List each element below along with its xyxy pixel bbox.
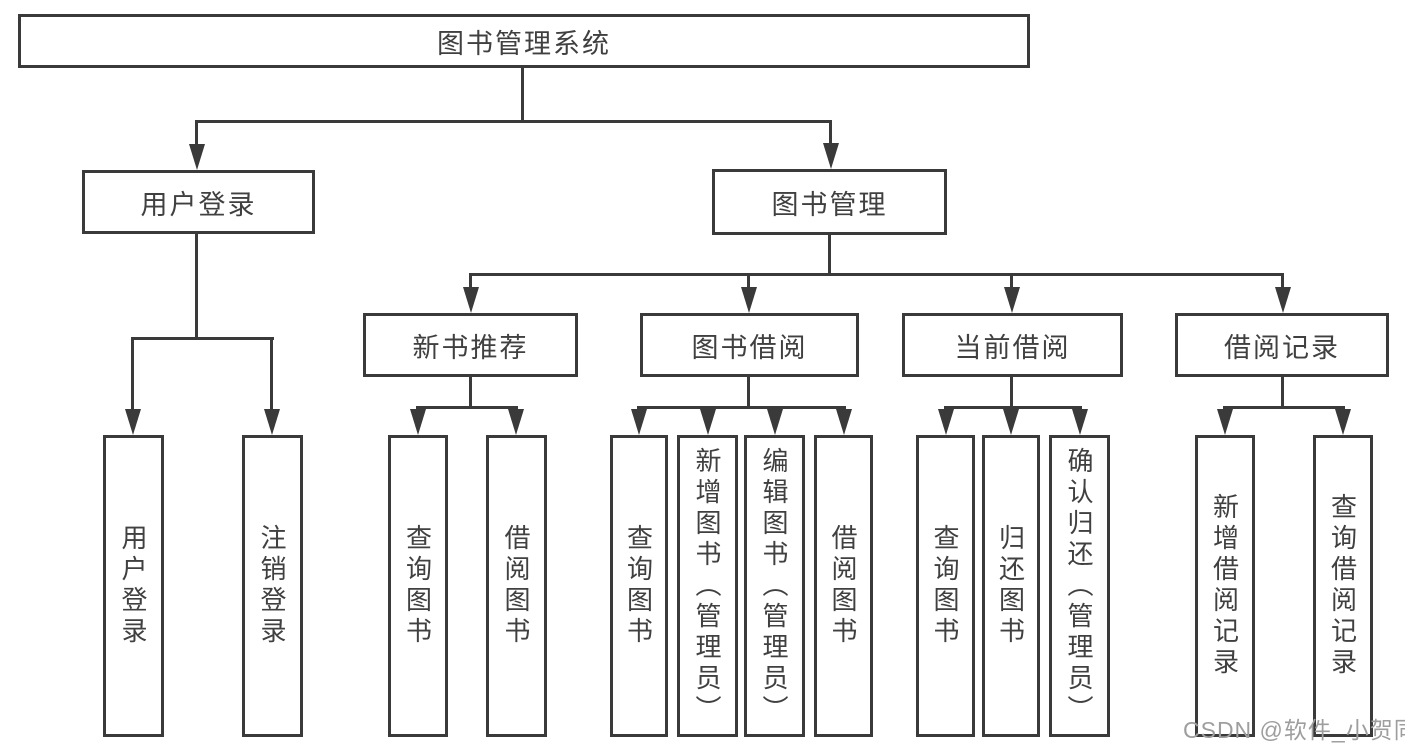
leaf-confirm-return-admin: 确认归还（管理员） xyxy=(1049,435,1110,737)
arrow-into-user-login xyxy=(189,144,205,170)
leaf-confirm-return-admin-label: 确认归还（管理员） xyxy=(1064,446,1094,726)
leaf-query-borrow-record-label: 查询借阅记录 xyxy=(1327,493,1358,679)
connector-book-mgmt-drop xyxy=(829,120,832,146)
connector-book-borrow-hline xyxy=(637,406,846,409)
arrow-into-query-borrow-record xyxy=(1335,409,1351,435)
leaf-borrow-books-2: 借阅图书 xyxy=(814,435,873,737)
leaf-add-borrow-record-label: 新增借阅记录 xyxy=(1209,493,1240,679)
leaf-query-books-3-label: 查询图书 xyxy=(930,524,960,648)
arrow-into-leaf-logout xyxy=(264,409,280,435)
arrow-into-book-mgmt xyxy=(823,143,839,169)
connector-new-book-rec-drop xyxy=(469,273,472,290)
leaf-query-books-1: 查询图书 xyxy=(388,435,448,737)
node-current-borrow: 当前借阅 xyxy=(902,313,1123,377)
arrow-into-borrow-records xyxy=(1275,287,1291,313)
connector-level3-hline xyxy=(469,273,1284,276)
leaf-return-books: 归还图书 xyxy=(982,435,1040,737)
arrow-into-borrow-books-2 xyxy=(836,409,852,435)
arrow-into-book-borrow xyxy=(741,287,757,313)
leaf-query-books-2-label: 查询图书 xyxy=(623,524,654,648)
leaf-borrow-books-2-label: 借阅图书 xyxy=(828,524,858,648)
connector-new-book-rec-hline xyxy=(416,406,518,409)
connector-user-login-drop xyxy=(195,120,198,147)
node-new-book-rec-label: 新书推荐 xyxy=(412,332,529,363)
node-book-borrow-label: 图书借阅 xyxy=(691,332,808,363)
connector-leaf-logout-drop xyxy=(270,337,273,412)
node-borrow-records: 借阅记录 xyxy=(1175,313,1389,377)
connector-book-borrow-stem xyxy=(747,376,750,409)
leaf-user-login-label: 用户登录 xyxy=(118,524,148,648)
node-new-book-rec: 新书推荐 xyxy=(363,313,578,377)
leaf-edit-books-admin-label: 编辑图书（管理员） xyxy=(759,446,789,726)
arrow-into-query-books-3 xyxy=(938,409,954,435)
connector-book-borrow-drop xyxy=(747,273,750,290)
leaf-add-borrow-record: 新增借阅记录 xyxy=(1195,435,1255,737)
leaf-user-login: 用户登录 xyxy=(103,435,164,737)
connector-borrow-records-stem xyxy=(1281,376,1284,409)
leaf-query-books-2: 查询图书 xyxy=(610,435,668,737)
node-root-label: 图书管理系统 xyxy=(437,28,611,59)
connector-current-borrow-drop xyxy=(1010,273,1013,290)
leaf-return-books-label: 归还图书 xyxy=(995,524,1026,648)
connector-leaf-user-login-drop xyxy=(131,337,134,412)
connector-user-login-hline xyxy=(131,337,274,340)
arrow-into-leaf-user-login xyxy=(125,409,141,435)
connector-level2-hline xyxy=(195,120,832,123)
connector-new-book-rec-stem xyxy=(469,376,472,409)
leaf-logout: 注销登录 xyxy=(242,435,303,737)
connector-borrow-records-drop xyxy=(1281,273,1284,290)
leaf-query-borrow-record: 查询借阅记录 xyxy=(1313,435,1373,737)
arrow-into-query-books-2 xyxy=(631,409,647,435)
leaf-logout-label: 注销登录 xyxy=(257,524,287,648)
leaf-borrow-books-1: 借阅图书 xyxy=(486,435,547,737)
connector-borrow-records-hline xyxy=(1223,406,1345,409)
leaf-query-books-1-label: 查询图书 xyxy=(402,524,433,648)
csdn-watermark: CSDN @软件_小贺同学 xyxy=(1183,717,1405,743)
connector-book-mgmt-stem xyxy=(828,234,831,276)
leaf-add-books-admin-label: 新增图书（管理员） xyxy=(692,446,722,726)
arrow-into-new-book-rec xyxy=(463,287,479,313)
connector-current-borrow-hline xyxy=(944,406,1082,409)
connector-user-login-stem xyxy=(195,233,198,340)
arrow-into-add-borrow-record xyxy=(1217,409,1233,435)
node-root: 图书管理系统 xyxy=(18,14,1030,68)
arrow-into-borrow-books-1 xyxy=(508,409,524,435)
leaf-edit-books-admin: 编辑图书（管理员） xyxy=(744,435,805,737)
node-book-mgmt: 图书管理 xyxy=(712,169,947,235)
leaf-query-books-3: 查询图书 xyxy=(916,435,975,737)
arrow-into-add-books-admin xyxy=(700,409,716,435)
connector-current-borrow-stem xyxy=(1010,376,1013,409)
leaf-add-books-admin: 新增图书（管理员） xyxy=(677,435,738,737)
node-borrow-records-label: 借阅记录 xyxy=(1224,332,1340,363)
arrow-into-return-books xyxy=(1003,409,1019,435)
node-book-mgmt-label: 图书管理 xyxy=(771,189,888,220)
arrow-into-edit-books-admin xyxy=(767,409,783,435)
node-user-login: 用户登录 xyxy=(82,170,315,234)
arrow-into-query-books-1 xyxy=(410,409,426,435)
node-book-borrow: 图书借阅 xyxy=(640,313,859,377)
leaf-borrow-books-1-label: 借阅图书 xyxy=(501,524,531,648)
arrow-into-confirm-return xyxy=(1072,409,1088,435)
node-current-borrow-label: 当前借阅 xyxy=(954,332,1071,363)
node-user-login-label: 用户登录 xyxy=(140,189,257,220)
arrow-into-current-borrow xyxy=(1004,287,1020,313)
connector-root-stem xyxy=(521,68,524,123)
